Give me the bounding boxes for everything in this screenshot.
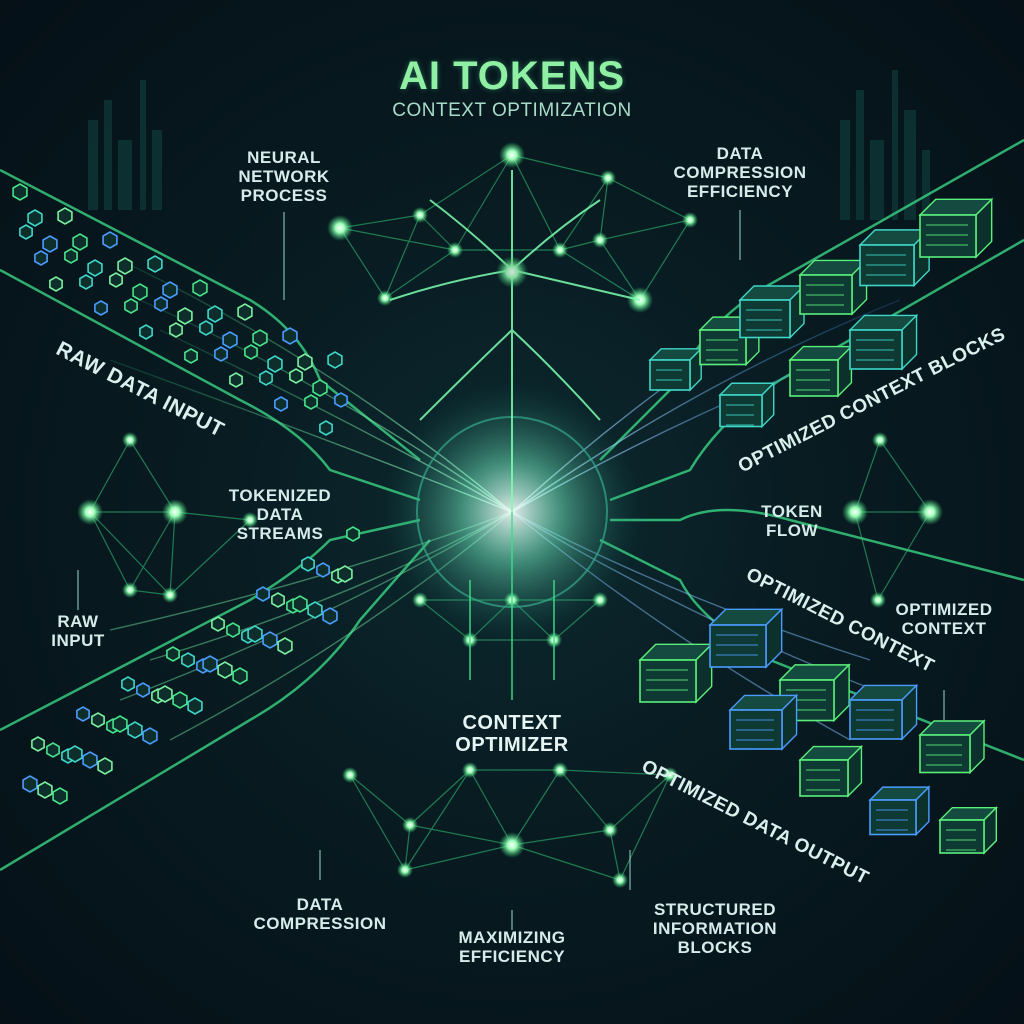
optimizer-lines (469, 512, 555, 700)
label-neural-network-process: NEURAL NETWORK PROCESS (238, 148, 330, 206)
background-bars (88, 70, 930, 220)
network-nodes (77, 142, 943, 888)
network-links (89, 154, 931, 881)
label-structured-information-blocks: STRUCTURED INFORMATION BLOCKS (652, 900, 778, 958)
pointer-lines (77, 210, 945, 930)
label-tokenized-data-streams: TOKENIZED DATA STREAMS (228, 486, 332, 544)
label-token-flow: TOKEN FLOW (761, 502, 823, 541)
title: AI TOKENS (398, 54, 626, 98)
label-data-compression: DATA COMPRESSION (253, 895, 387, 934)
label-context-optimizer: CONTEXT OPTIMIZER (455, 712, 569, 757)
label-optimized-context-right: OPTIMIZED CONTEXT (895, 600, 993, 639)
subtitle: CONTEXT OPTIMIZATION (392, 100, 632, 121)
neuron-icon (389, 170, 641, 512)
label-data-compression-efficiency: DATA COMPRESSION EFFICIENCY (673, 144, 807, 202)
label-raw-input: RAW INPUT (51, 612, 105, 651)
token-hexagons (12, 183, 360, 805)
label-maximizing-efficiency: MAXIMIZING EFFICIENCY (458, 928, 566, 967)
context-blocks (638, 197, 999, 855)
